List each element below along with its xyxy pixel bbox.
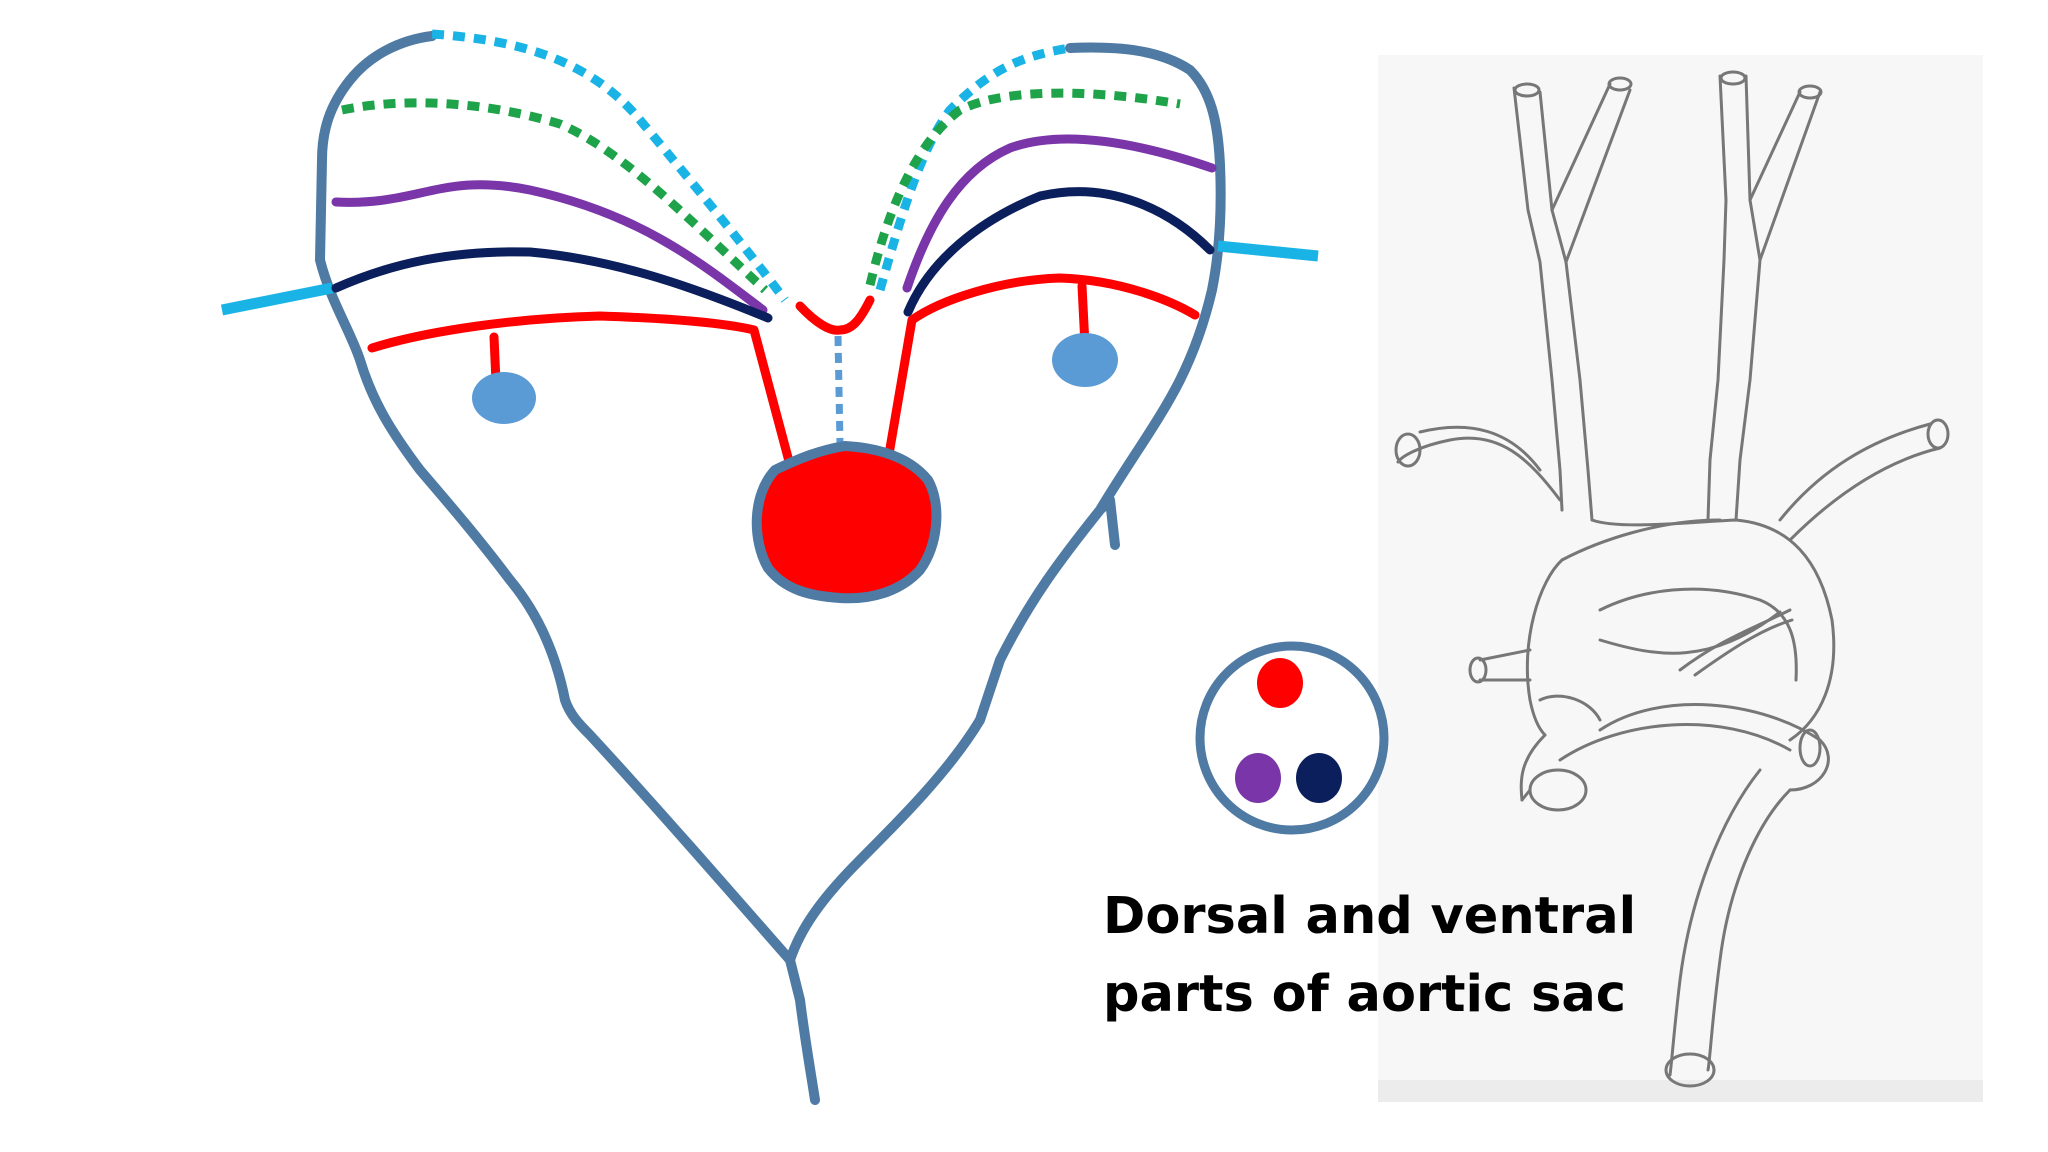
sac-dotted-connector [834, 335, 844, 445]
aortic-arch-sketch [1394, 70, 1950, 1088]
arch-cyan-dotted [431, 29, 1071, 303]
arch-navy [331, 187, 1215, 323]
right-cyan-bar [1217, 240, 1319, 262]
legend-dot-navy [1296, 753, 1342, 803]
caption-text: Dorsal and ventral parts of aortic sac [1103, 878, 1663, 1034]
caption-line-1: Dorsal and ventral [1103, 887, 1637, 946]
arch-red [367, 273, 1200, 470]
aortic-arch-sketch-panel [1378, 55, 1983, 1102]
left-cyan-bar [220, 282, 334, 316]
aortic-sac [751, 441, 942, 604]
legend-dot-red [1257, 658, 1303, 708]
right-blue-dot [1052, 333, 1118, 387]
legend-dot-purple [1235, 753, 1281, 803]
heart-outline [315, 31, 1226, 1105]
arch-purple [331, 134, 1217, 315]
caption-line-2: parts of aortic sac [1103, 965, 1626, 1024]
arch-green-dotted [341, 88, 1181, 294]
sketch-panel-background [1378, 55, 1983, 1102]
left-blue-dot [472, 372, 536, 424]
legend-circle [1195, 641, 1389, 835]
